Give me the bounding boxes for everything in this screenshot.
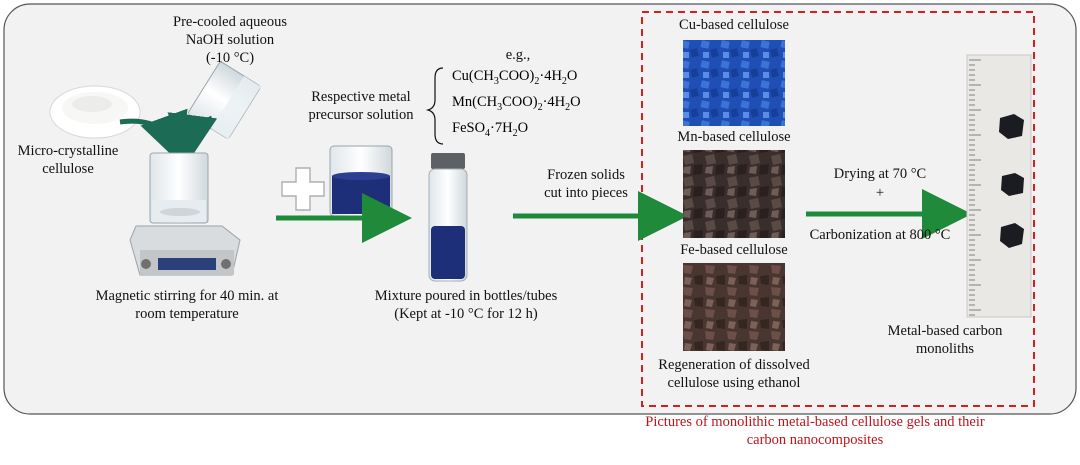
magnetic-stirrer-image: [129, 152, 241, 276]
mixture-bottle-image: [428, 153, 468, 282]
fe-label: Fe-based cellulose: [680, 242, 788, 258]
metal-precursor-formulas: Cu(CH3COO)2·4H2O Mn(CH3COO)2·4H2O FeSO4·…: [425, 67, 581, 145]
fe-gel-photo: [683, 263, 785, 351]
cu-label: Cu-based cellulose: [679, 17, 789, 33]
mn-gel-photo: [683, 150, 785, 238]
carbonization-label: Carbonization at 800 °C: [809, 227, 951, 243]
eg-label: e.g.,: [505, 47, 531, 63]
plus-label: +: [875, 185, 885, 201]
mn-label: Mn-based cellulose: [677, 129, 791, 145]
mixture-label: Mixture poured in bottles/tubes(Kept at …: [374, 288, 558, 322]
plus-sign: [281, 167, 325, 211]
formula-cu-acetate: Cu(CH3COO)2·4H2O: [452, 68, 577, 87]
cu-gel-photo: [683, 40, 785, 126]
cellulose-powder-image: [49, 85, 141, 139]
pictures-caption: Pictures of monolithic metal-based cellu…: [645, 414, 985, 448]
background-panel: [3, 3, 1077, 415]
formula-mn-acetate: Mn(CH3COO)2·4H2O: [452, 94, 581, 113]
drying-label: Drying at 70 °C: [833, 166, 927, 182]
formula-fe-sulfate: FeSO4·7H2O: [452, 120, 528, 139]
carbon-monolith-ruler-image: [966, 54, 1032, 318]
curved-arrow-naoh: [167, 112, 218, 165]
formula-bracket: [425, 67, 444, 145]
precursor-beaker-image: [329, 145, 393, 217]
